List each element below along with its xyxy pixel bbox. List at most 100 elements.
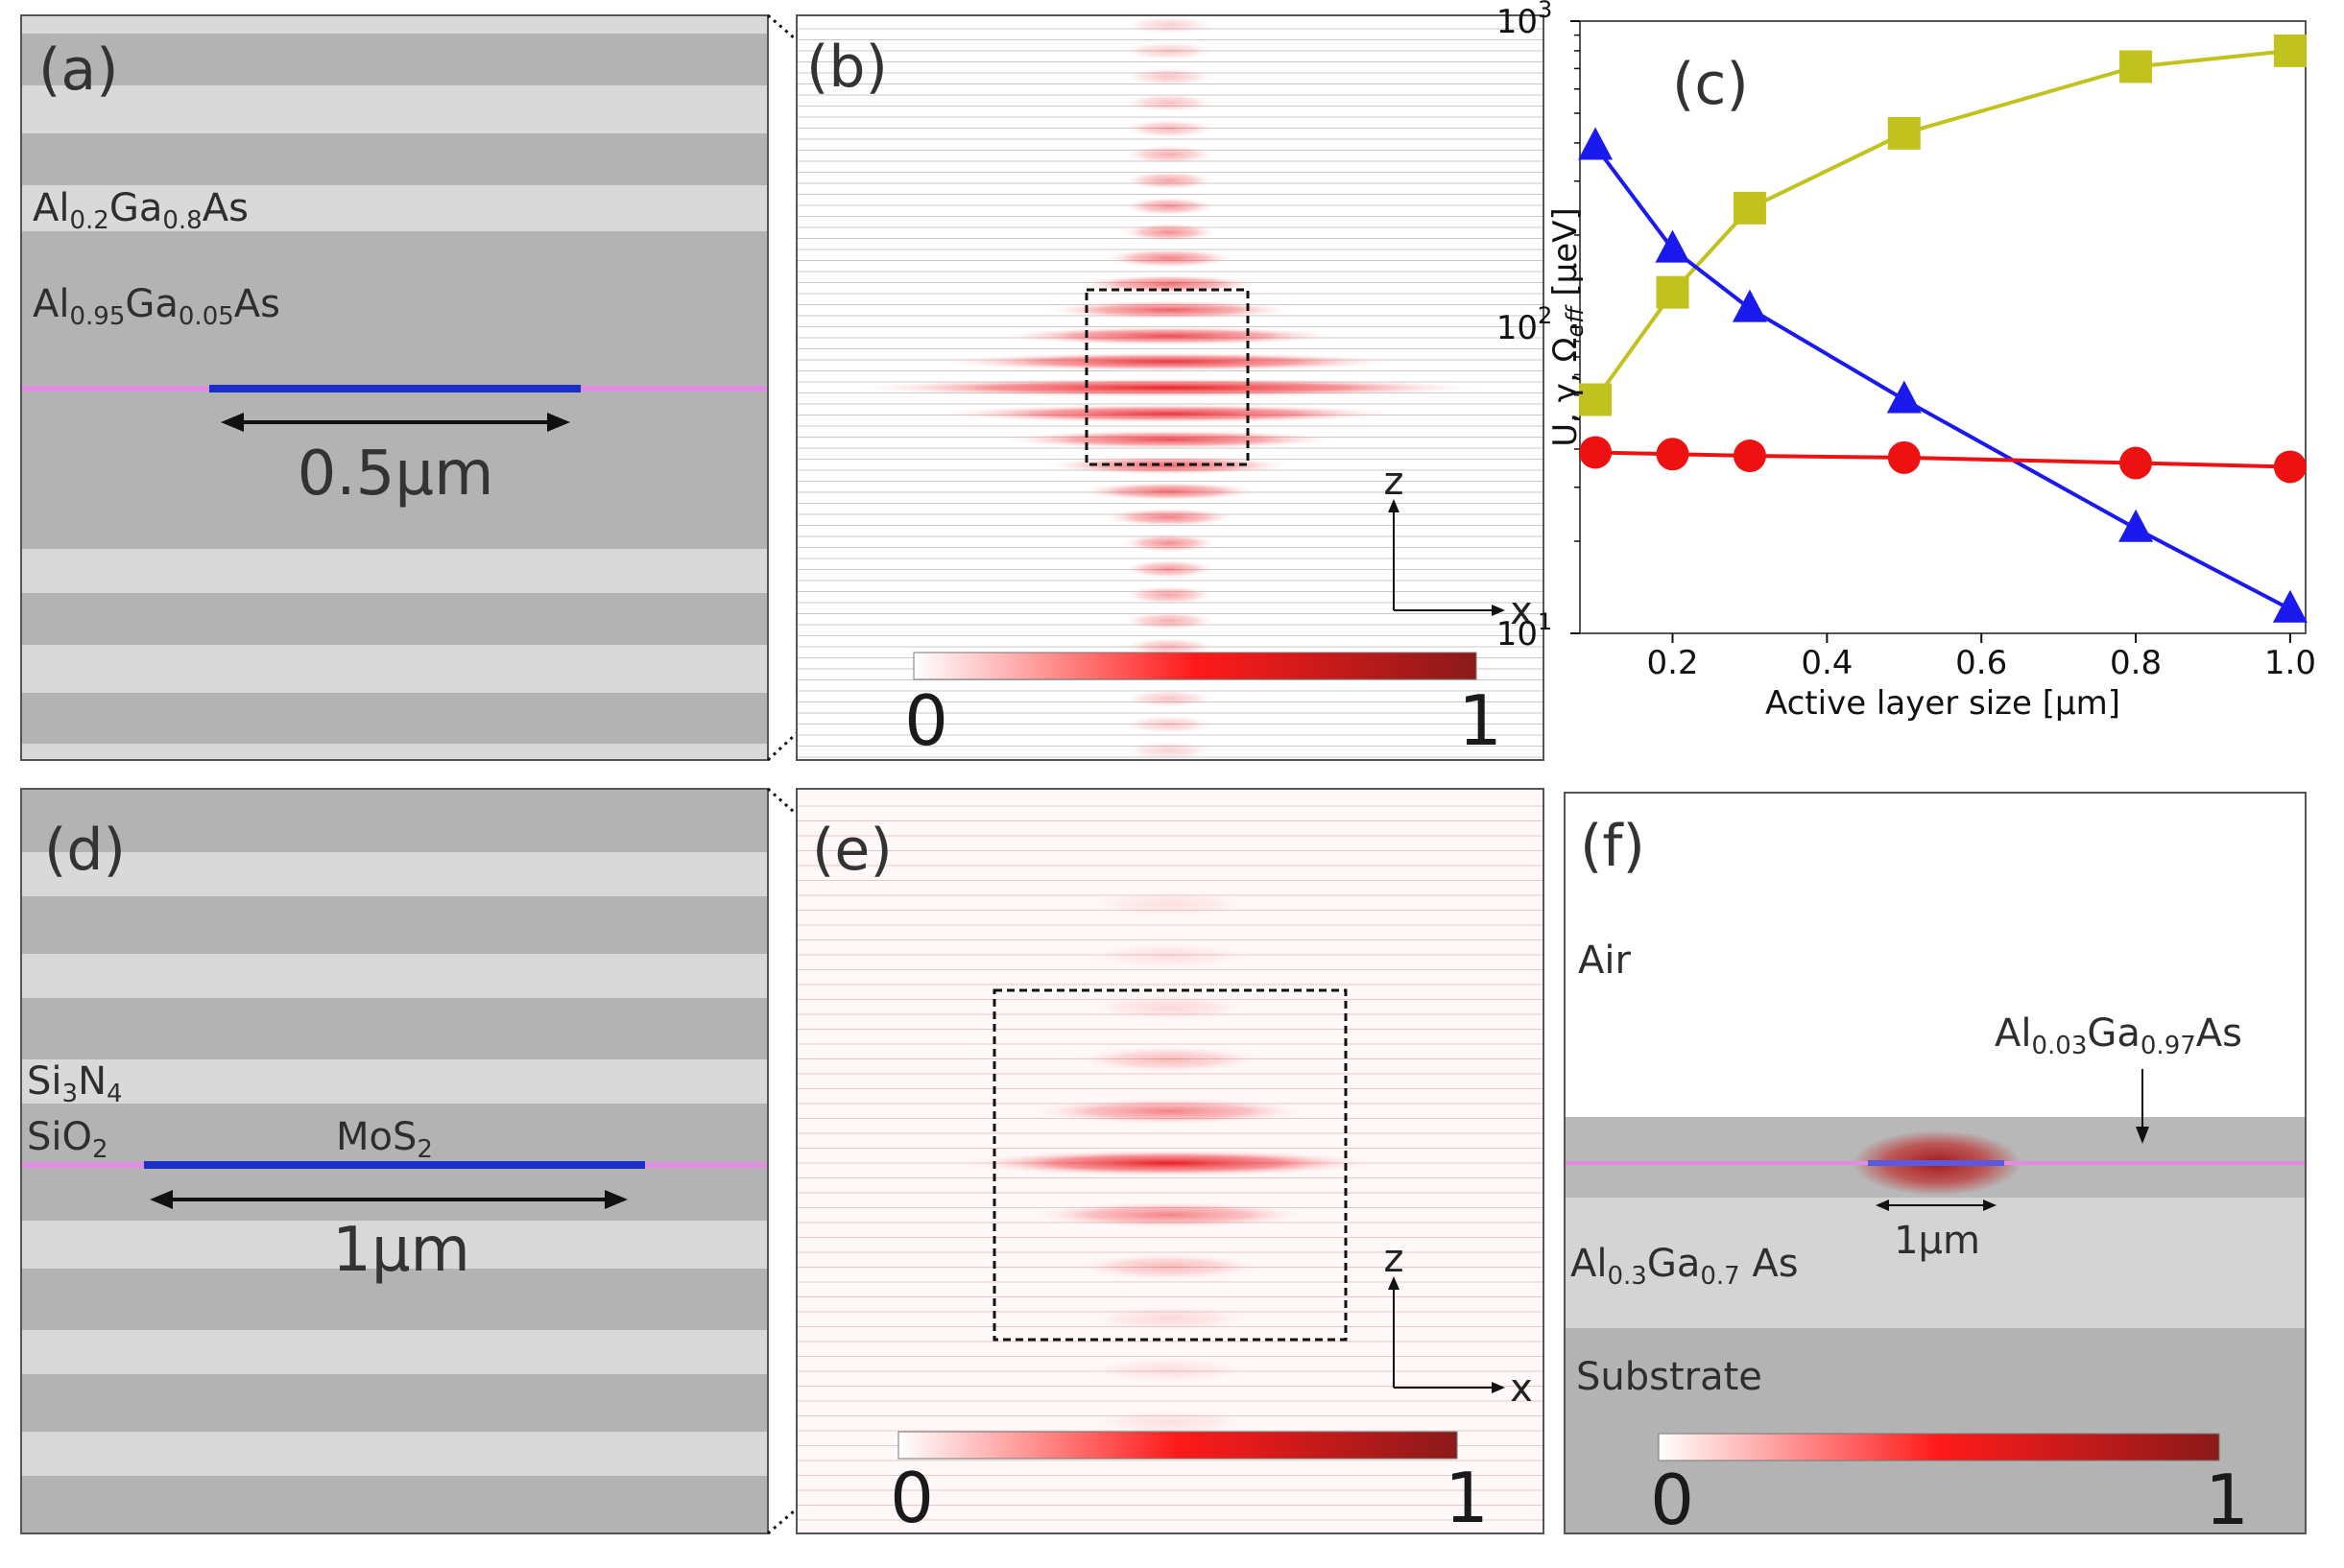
y-tick-label: 101 bbox=[1496, 608, 1553, 653]
panel-b-colorbar bbox=[913, 652, 1477, 680]
panel-d-label: (d) bbox=[44, 817, 126, 884]
field-lobe bbox=[930, 352, 1408, 371]
triangle-marker bbox=[1886, 380, 1922, 414]
panel-f-colorbar bbox=[1658, 1433, 2220, 1461]
panel-f-substrate-label: Substrate bbox=[1576, 1355, 1762, 1399]
panel-e-z-axis: z bbox=[1384, 1237, 1404, 1281]
panel-f-label: (f) bbox=[1580, 813, 1645, 880]
panel-d-material-si3n4: Si3N4 bbox=[27, 1059, 123, 1108]
x-tick-label: 0.2 bbox=[1646, 644, 1698, 682]
panel-a-light-stripes bbox=[22, 16, 767, 759]
circle-marker bbox=[1887, 440, 1921, 474]
panel-a-active-layer bbox=[209, 385, 581, 392]
panel-f-al03-layer bbox=[1566, 1198, 2305, 1328]
panel-a-material-top: Al0.2Ga0.8As bbox=[33, 186, 249, 235]
panel-b-colorbar-min: 0 bbox=[904, 680, 948, 761]
field-lobe bbox=[1121, 611, 1217, 630]
panel-f-active-layer bbox=[1868, 1160, 2004, 1166]
panel-c-x-axis-title: Active layer size [μm] bbox=[1765, 684, 2120, 723]
field-lobe bbox=[1121, 171, 1217, 190]
square-marker bbox=[2273, 34, 2307, 67]
panel-d-dimension-arrow bbox=[150, 1190, 628, 1209]
field-lobe bbox=[1083, 1305, 1256, 1332]
y-tick-label: 102 bbox=[1496, 302, 1553, 347]
panel-e-colorbar bbox=[897, 1431, 1458, 1460]
panel-b-x-axis: x bbox=[1510, 589, 1533, 633]
field-lobe bbox=[1118, 223, 1220, 242]
field-lobe bbox=[994, 326, 1344, 345]
square-marker bbox=[1656, 275, 1689, 309]
panel-c-y-axis-title: U, γ, Ωeff [μeV] bbox=[1546, 207, 1589, 446]
panel-a-label: (a) bbox=[38, 36, 119, 104]
field-lobe bbox=[1121, 197, 1217, 216]
square-marker bbox=[2119, 50, 2153, 83]
panel-b-colorbar-max: 1 bbox=[1458, 680, 1502, 761]
square-series-line bbox=[1593, 48, 2291, 401]
field-lobe bbox=[1100, 508, 1238, 527]
panel-a: (a) Al0.2Ga0.8As Al0.95Ga0.05As 0.5μm bbox=[20, 14, 769, 761]
y-tick-label: 103 bbox=[1496, 0, 1553, 41]
panel-f-colorbar-min: 0 bbox=[1650, 1460, 1694, 1540]
field-lobe bbox=[1025, 1098, 1313, 1125]
field-lobe bbox=[1121, 585, 1217, 605]
field-lobe bbox=[1083, 1409, 1256, 1436]
circle-marker bbox=[2119, 446, 2153, 480]
panel-f-air: Air bbox=[1578, 938, 1631, 983]
panel-f-dimension-arrow bbox=[1876, 1200, 1997, 1211]
field-lobe bbox=[1118, 534, 1220, 553]
triangle-marker bbox=[2272, 589, 2308, 623]
panel-f: (f) Air Al0.03Ga0.97As 1μm Al0.3Ga0.7 As… bbox=[1564, 792, 2307, 1540]
field-lobe bbox=[1100, 249, 1238, 268]
panel-d-dimension: 1μm bbox=[332, 1215, 470, 1286]
panel-e-zoom-box bbox=[993, 988, 1348, 1342]
panel-f-material-mid: Al0.3Ga0.7 As bbox=[1570, 1242, 1799, 1291]
panel-b-field-lobes bbox=[843, 15, 1495, 760]
field-lobe bbox=[1121, 15, 1217, 35]
x-tick-label: 0.4 bbox=[1801, 644, 1853, 682]
field-lobe bbox=[1075, 482, 1263, 501]
panel-f-material-top: Al0.03Ga0.97As bbox=[1995, 1011, 2242, 1060]
field-lobe bbox=[1121, 41, 1217, 60]
field-lobe bbox=[1083, 994, 1256, 1021]
panel-b-label: (b) bbox=[806, 34, 888, 101]
field-lobe bbox=[958, 1150, 1380, 1176]
field-lobe bbox=[1040, 300, 1298, 320]
field-lobe bbox=[1121, 559, 1217, 579]
panel-b-z-axis: z bbox=[1384, 460, 1404, 504]
square-marker bbox=[1733, 191, 1766, 225]
triangle-marker bbox=[1732, 289, 1767, 322]
field-lobe bbox=[930, 404, 1408, 423]
panel-d-light-stripes bbox=[22, 852, 767, 1476]
square-marker bbox=[1579, 383, 1613, 416]
panel-f-substrate bbox=[1566, 1328, 2305, 1532]
panel-a-dimension-arrow bbox=[221, 413, 570, 432]
panel-d-active-layer bbox=[144, 1161, 645, 1169]
panel-e-x-axis: x bbox=[1510, 1366, 1533, 1411]
circle-marker bbox=[1579, 436, 1613, 469]
panel-c-label: (c) bbox=[1672, 51, 1749, 118]
field-lobe bbox=[1083, 891, 1256, 917]
panel-f-dimension: 1μm bbox=[1894, 1219, 1980, 1263]
triangle-marker bbox=[1655, 229, 1690, 263]
field-lobe bbox=[1121, 67, 1217, 86]
square-marker bbox=[1887, 116, 1921, 150]
circle-marker bbox=[1733, 440, 1766, 473]
field-lobe bbox=[994, 430, 1344, 449]
triangle-series-line bbox=[1593, 145, 2291, 611]
field-lobe bbox=[1025, 1201, 1313, 1228]
triangle-marker bbox=[1578, 127, 1614, 160]
panel-b: (b) z x 0 1 bbox=[796, 14, 1544, 761]
panel-d-material-sio2: SiO2 bbox=[27, 1115, 108, 1164]
field-lobe bbox=[1121, 145, 1217, 164]
panel-e-colorbar-min: 0 bbox=[890, 1458, 934, 1538]
field-lobe bbox=[1121, 93, 1217, 112]
field-lobe bbox=[1083, 1357, 1256, 1384]
panel-e-axes-indicator: z x bbox=[1384, 1237, 1533, 1411]
panel-f-pointer-arrow bbox=[2136, 1069, 2149, 1144]
circle-marker bbox=[1656, 438, 1689, 471]
panel-f-colorbar-max: 1 bbox=[2205, 1460, 2249, 1540]
field-lobe bbox=[1083, 942, 1256, 969]
